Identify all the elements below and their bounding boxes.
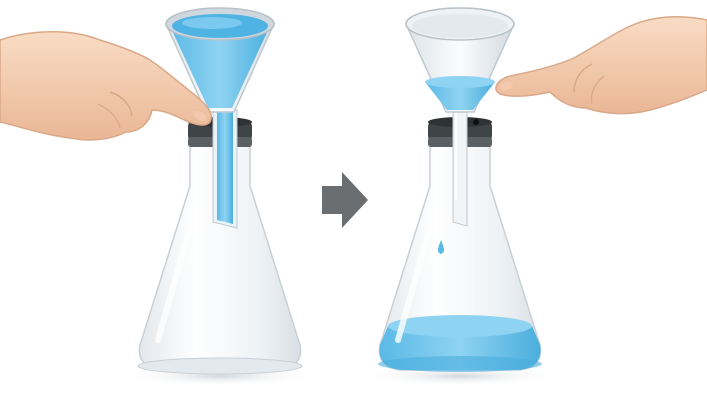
panel-after	[360, 8, 707, 386]
funnel-stem-left	[213, 110, 237, 228]
arrow-right-icon	[322, 172, 368, 228]
hand-pointing-left-icon	[496, 17, 707, 114]
funnel-right	[406, 8, 514, 112]
funnel-stem-right	[453, 110, 467, 226]
stopper-hole	[473, 119, 479, 125]
panel-before	[0, 8, 320, 386]
